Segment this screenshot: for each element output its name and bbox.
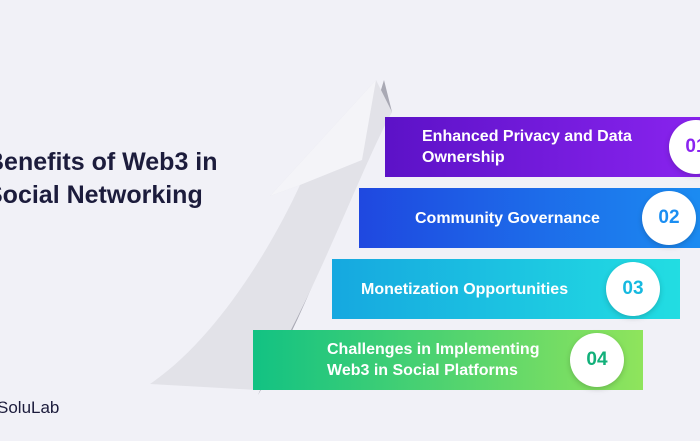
benefit-label-1: Enhanced Privacy and Data Ownership <box>422 128 632 166</box>
benefit-label-2: Community Governance <box>415 209 600 227</box>
benefit-band-1: Enhanced Privacy and Data Ownership <box>385 117 700 177</box>
arrow-head-face <box>270 80 376 196</box>
benefit-number-4: 04 <box>570 333 624 387</box>
benefit-label-3: Monetization Opportunities <box>361 280 569 298</box>
page-title: Benefits of Web3 in Social Networking <box>0 146 218 212</box>
title-line-1: Benefits of Web3 in <box>0 148 218 176</box>
benefit-label-4: Challenges in Implementing Web3 in Socia… <box>327 341 540 379</box>
title-line-2: Social Networking <box>0 181 203 209</box>
benefit-number-2: 02 <box>642 191 696 245</box>
brand-logo-text: SoluLab <box>0 398 60 417</box>
benefit-number-3: 03 <box>606 262 660 316</box>
